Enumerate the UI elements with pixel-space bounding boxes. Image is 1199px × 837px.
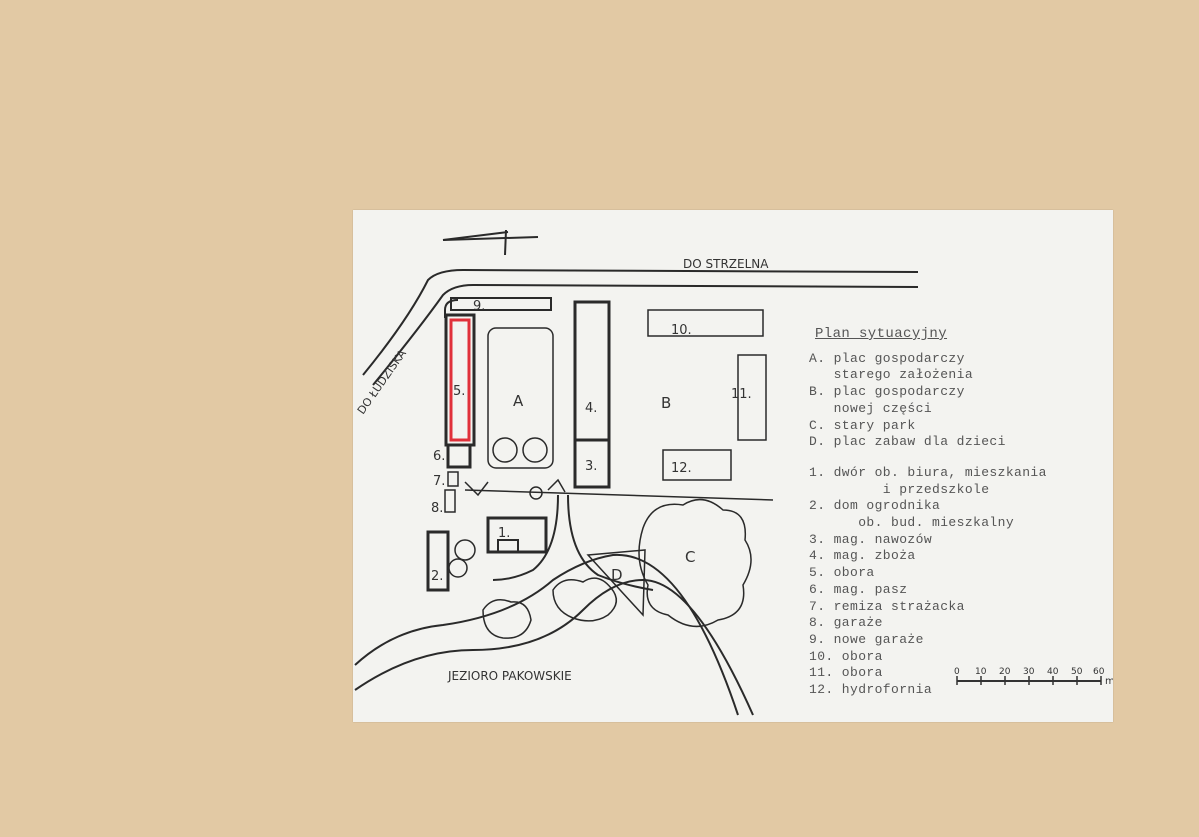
legend-building-row: 6. mag. pasz	[809, 581, 908, 597]
label-building-1: 1.	[498, 526, 510, 541]
scale-label: 30	[1023, 667, 1035, 677]
scale-label: 10	[975, 667, 987, 677]
area-a	[487, 327, 554, 469]
legend-area-row: nowej części	[809, 400, 933, 416]
road-network	[354, 268, 919, 716]
legend-building-row: 2. dom ogrodnika	[809, 498, 941, 514]
legend-area-row: A. plac gospodarczy	[809, 350, 965, 366]
legend: Plan sytuacyjny A. plac gospodarczy star…	[809, 326, 1109, 699]
label-area-c: C	[685, 548, 695, 566]
legend-building-row: 5. obora	[809, 565, 875, 581]
lake-label: JEZIORO PAKOWSKIE	[447, 669, 572, 683]
scale-bar: 0 10 20 30 40 50 60 m	[954, 667, 1113, 687]
building-12	[662, 449, 732, 481]
building-6	[446, 443, 472, 469]
label-area-a: A	[513, 392, 524, 410]
legend-building-row: 7. remiza strażacka	[809, 598, 965, 614]
legend-building-row: 12. hydrofornia	[809, 682, 933, 698]
scale-label: 20	[999, 667, 1011, 677]
legend-building-row: ob. bud. mieszkalny	[809, 515, 1015, 531]
building-11	[737, 354, 767, 441]
building-10	[647, 309, 764, 337]
label-building-6: 6.	[433, 449, 445, 464]
legend-building-row: 8. garaże	[809, 615, 883, 631]
area-d	[586, 549, 646, 617]
label-building-8: 8.	[431, 501, 443, 516]
legend-building-row: 11. obora	[809, 665, 883, 681]
site-plan-drawing: DO STRZELNA DO ŁUDZISKA JEZIORO PAKOWSKI…	[354, 229, 919, 716]
legend-area-row: D. plac zabaw dla dzieci	[809, 434, 1006, 450]
label-building-3: 3.	[585, 459, 597, 474]
label-building-11: 11.	[731, 387, 752, 402]
label-building-4: 4.	[585, 401, 597, 416]
legend-building-row: 9. nowe garaże	[809, 631, 924, 647]
building-5-highlight	[449, 318, 471, 442]
legend-building-row: 3. mag. nawozów	[809, 531, 933, 547]
scale-unit: m	[1105, 676, 1113, 687]
legend-building-row: 4. mag. zboża	[809, 548, 916, 564]
building-9	[450, 297, 552, 311]
legend-building-row: 10. obora	[809, 648, 883, 664]
legend-title: Plan sytuacyjny	[815, 326, 948, 342]
label-building-7: 7.	[433, 474, 445, 489]
fence-line	[464, 489, 774, 501]
label-area-d: D	[611, 566, 623, 584]
legend-building-row: 1. dwór ob. biura, mieszkania	[809, 464, 1047, 480]
scale-label: 0	[954, 667, 960, 677]
label-building-10: 10.	[671, 323, 692, 338]
plan-sheet: DO STRZELNA DO ŁUDZISKA JEZIORO PAKOWSKI…	[353, 210, 1113, 722]
legend-area-row: C. stary park	[809, 417, 916, 433]
road-north-label: DO STRZELNA	[683, 257, 769, 271]
label-building-12: 12.	[671, 461, 692, 476]
scale-label: 60	[1093, 667, 1105, 677]
scale-label: 50	[1071, 667, 1083, 677]
label-building-9: 9.	[473, 299, 485, 314]
label-building-5: 5.	[453, 384, 465, 399]
north-arrow-icon	[442, 229, 539, 256]
building-7	[447, 471, 459, 487]
building-8	[444, 489, 456, 513]
legend-area-row: B. plac gospodarczy	[809, 384, 965, 400]
building-2	[426, 530, 450, 592]
label-building-2: 2.	[431, 569, 443, 584]
legend-building-row: i przedszkole	[809, 481, 990, 497]
building-4	[573, 300, 611, 489]
legend-area-row: starego założenia	[809, 367, 974, 383]
park-trees	[448, 498, 752, 639]
label-area-b: B	[661, 394, 671, 412]
scale-label: 40	[1047, 667, 1059, 677]
road-west-label: DO ŁUDZISKA	[355, 347, 409, 417]
